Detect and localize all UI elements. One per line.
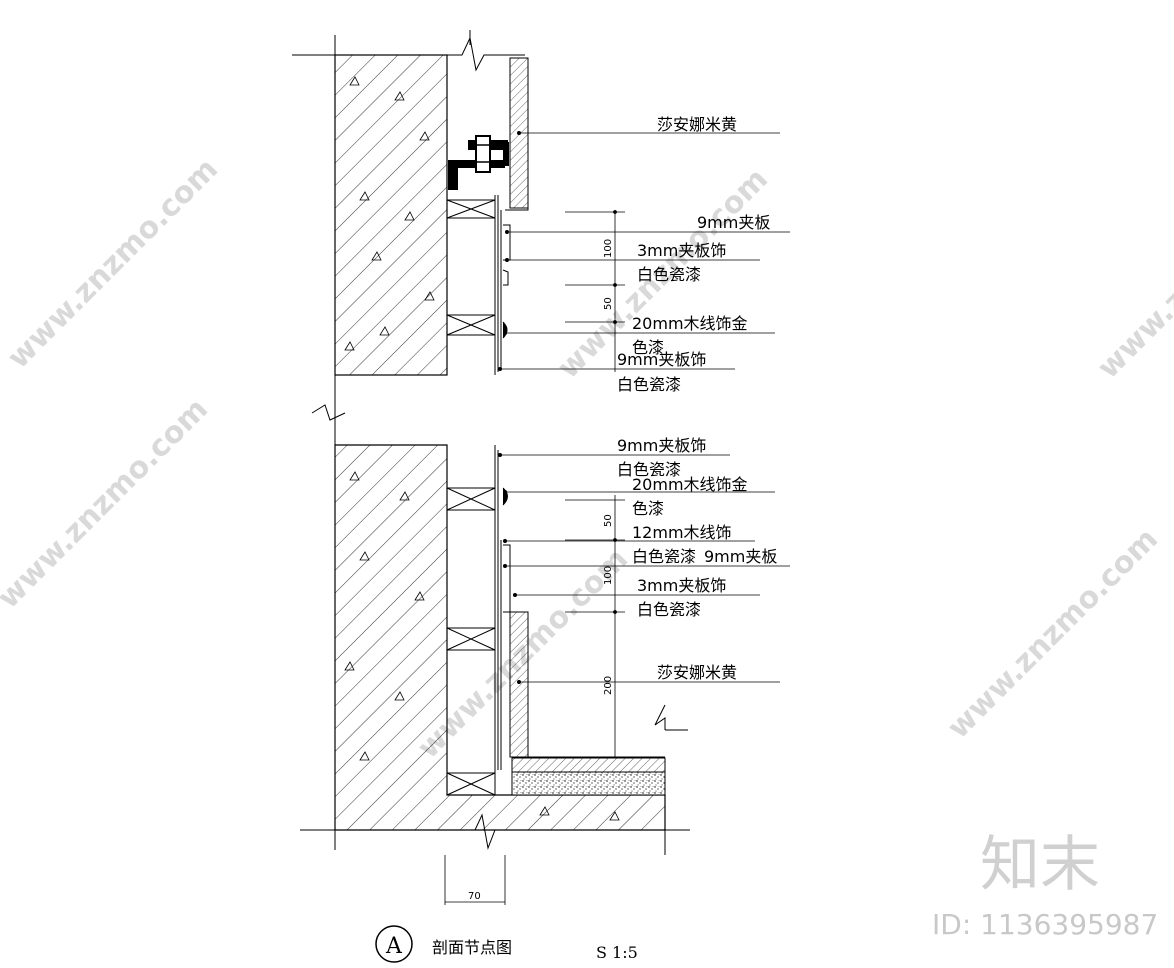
label-top-stone: 莎安娜米黄	[657, 115, 737, 134]
leader-lines	[500, 132, 790, 683]
label-top-9mm-plywood: 9mm夹板	[697, 213, 770, 232]
label-top-9mm-finish: 9mm夹板饰	[617, 350, 706, 369]
drawing-name: 剖面节点图	[432, 938, 512, 957]
label-top-3mm-finish: 白色瓷漆	[637, 265, 701, 284]
watermark-text: www.znzmo.com	[1, 152, 225, 376]
section-symbol-circle	[375, 925, 413, 963]
brand-watermark: 知末 ID: 1136395987	[932, 830, 1158, 941]
label-bottom-20mm-moulding: 20mm木线饰金	[632, 475, 748, 494]
label-bottom-9mm-finish: 9mm夹板饰	[617, 436, 706, 455]
label-bottom-12mm-moulding: 12mm木线饰	[632, 523, 732, 542]
dim-top-50: 50	[603, 297, 614, 310]
label-bottom-stone: 莎安娜米黄	[657, 663, 737, 682]
leader-dots	[498, 131, 521, 684]
watermark-text: www.znzmo.com	[1091, 162, 1174, 386]
label-bottom-12mm-finish: 白色瓷漆	[632, 547, 696, 566]
label-top-20mm-finish: 色漆	[632, 338, 664, 357]
concrete-wall-top	[334, 54, 448, 376]
brand-logo-text: 知末	[980, 830, 1100, 900]
label-bottom-3mm-plywood: 3mm夹板饰	[637, 576, 726, 595]
drawing-scale: S 1:5	[596, 943, 638, 962]
dim-bottom-50: 50	[603, 514, 614, 527]
watermark-text: www.znzmo.com	[941, 522, 1165, 746]
label-top-3mm-plywood: 3mm夹板饰	[637, 241, 726, 260]
watermark-text: www.znzmo.com	[0, 392, 215, 616]
watermark-id: ID: 1136395987	[932, 908, 1158, 941]
dimension-lines-bottom	[444, 495, 625, 905]
label-bottom-20mm-finish: 色漆	[632, 499, 664, 518]
label-bottom-3mm-finish: 白色瓷漆	[637, 600, 701, 619]
dim-bottom-100: 100	[603, 566, 614, 585]
stone-skirting	[509, 611, 666, 796]
label-bottom-9mm-finish-b: 白色瓷漆	[617, 460, 681, 479]
label-top-9mm-finish-b: 白色瓷漆	[617, 375, 681, 394]
dim-width-70: 70	[468, 891, 481, 902]
timber-battens-top	[446, 55, 502, 375]
dim-bottom-200: 200	[603, 676, 614, 695]
dim-top-100: 100	[603, 239, 614, 258]
label-bottom-9mm-plywood: 9mm夹板	[704, 547, 777, 566]
timber-battens-bottom	[446, 445, 511, 796]
section-symbol-letter: A	[385, 934, 403, 959]
stone-cladding-top	[502, 57, 529, 339]
drawing-title: A 剖面节点图 S 1:5	[375, 925, 638, 963]
steel-bracket	[448, 135, 509, 190]
watermark-layer: www.znzmo.com www.znzmo.com www.znzmo.co…	[0, 152, 1174, 766]
label-top-20mm-moulding: 20mm木线饰金	[632, 314, 748, 333]
break-lines	[292, 30, 690, 855]
dimension-lines-top	[565, 210, 625, 372]
